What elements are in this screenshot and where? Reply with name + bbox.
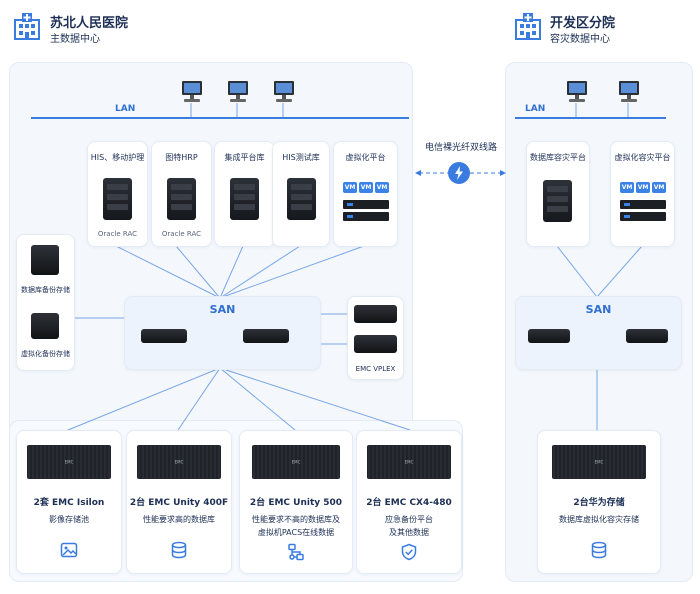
storage-desc: 及其他数据 <box>389 528 429 537</box>
storage-card-unity-400f: EMC 2台 EMC Unity 400F 性能要求高的数据库 <box>126 430 232 574</box>
server-card-virtualization: 虚拟化平台 VM VM VM <box>333 141 398 247</box>
vm-badge: VM <box>652 182 666 193</box>
san-switch <box>243 329 289 343</box>
vm-badge: VM <box>620 182 634 193</box>
vplex-card: EMC VPLEX <box>347 296 404 380</box>
storage-desc: 性能要求不高的数据库及 <box>252 515 340 524</box>
san-switch <box>626 329 668 343</box>
server-title: 数据库容灾平台 <box>530 153 586 162</box>
server-tower <box>167 178 196 220</box>
storage-desc: 应急备份平台 <box>385 515 433 524</box>
backup-label: 虚拟化备份存储 <box>21 350 70 358</box>
vm-badge: VM <box>636 182 650 193</box>
server-tower <box>287 178 316 220</box>
storage-desc: 性能要求高的数据库 <box>143 515 215 524</box>
storage-title: 2台 EMC Unity 400F <box>129 498 229 508</box>
backup-storage-device <box>31 313 59 339</box>
network-icon <box>288 543 304 561</box>
storage-rack: EMC <box>367 445 451 479</box>
vplex-device <box>354 305 397 323</box>
storage-rack: EMC <box>27 445 111 479</box>
server-title: 虚拟化平台 <box>345 153 386 162</box>
blade-server <box>343 212 389 221</box>
main-lan-label: LAN <box>115 104 136 114</box>
server-caption: Oracle RAC <box>161 230 202 238</box>
san-switch <box>528 329 570 343</box>
storage-title: 2台 EMC CX4-480 <box>366 498 452 508</box>
computer-icon <box>182 81 202 102</box>
lightning-icon <box>448 162 470 184</box>
main-site-name: 苏北人民医院 <box>50 16 129 31</box>
hospital-building-icon <box>14 12 40 40</box>
storage-desc: 影像存储池 <box>49 515 89 524</box>
dr-storage-card: EMC 2台华为存储 数据库虚拟化容灾存储 <box>537 430 661 574</box>
backup-label: 数据库备份存储 <box>21 286 70 294</box>
blade-server <box>620 200 666 209</box>
server-caption: Oracle RAC <box>97 230 138 238</box>
storage-rack: EMC <box>552 445 646 479</box>
image-icon <box>60 542 78 558</box>
server-title: 虚拟化容灾平台 <box>614 153 671 162</box>
server-card-integration: 集成平台库 <box>214 141 275 247</box>
san-label: SAN <box>209 303 236 316</box>
dr-server-card-virtualization: 虚拟化容灾平台 VM VM VM <box>610 141 675 247</box>
shield-icon <box>401 543 417 561</box>
computer-icon <box>228 81 248 102</box>
dr-lan-label: LAN <box>525 104 546 114</box>
computer-icon <box>567 81 587 102</box>
storage-card-cx4-480: EMC 2台 EMC CX4-480 应急备份平台 及其他数据 <box>356 430 462 574</box>
server-title: 图特HRP <box>165 153 198 162</box>
storage-desc: 虚拟机PACS在线数据 <box>257 528 335 537</box>
server-title: HIS测试库 <box>282 153 320 162</box>
vplex-label: EMC VPLEX <box>355 365 396 373</box>
backup-storage-device <box>31 245 59 275</box>
blade-server <box>343 200 389 209</box>
main-site-subtitle: 主数据中心 <box>50 34 100 45</box>
server-tower <box>103 178 132 220</box>
blade-server <box>620 212 666 221</box>
server-tower <box>543 180 572 222</box>
computer-icon <box>619 81 639 102</box>
database-icon <box>591 541 607 559</box>
server-tower <box>230 178 259 220</box>
backup-card: 数据库备份存储 虚拟化备份存储 <box>16 234 75 371</box>
dr-site-subtitle: 容灾数据中心 <box>550 34 610 45</box>
dr-san-box: SAN <box>515 296 682 370</box>
dr-server-card-database: 数据库容灾平台 <box>526 141 590 247</box>
dr-site-name: 开发区分院 <box>550 16 616 31</box>
vm-badge: VM <box>359 182 373 193</box>
database-icon <box>171 541 187 559</box>
vm-badge: VM <box>375 182 389 193</box>
server-card-hrp: 图特HRP Oracle RAC <box>151 141 212 247</box>
storage-desc: 数据库虚拟化容灾存储 <box>559 515 639 524</box>
storage-card-isilon: EMC 2套 EMC Isilon 影像存储池 <box>16 430 122 574</box>
server-card-his: HIS、移动护理 Oracle RAC <box>87 141 148 247</box>
storage-card-unity-500: EMC 2台 EMC Unity 500 性能要求不高的数据库及 虚拟机PACS… <box>239 430 353 574</box>
main-san-box: SAN <box>124 296 321 370</box>
storage-title: 2台 EMC Unity 500 <box>249 498 343 508</box>
vplex-device <box>354 335 397 353</box>
computer-icon <box>274 81 294 102</box>
vm-badge: VM <box>343 182 357 193</box>
server-title: 集成平台库 <box>224 153 265 162</box>
link-label: 电信裸光纤双线路 <box>424 143 497 153</box>
hospital-building-icon <box>515 12 541 40</box>
storage-title: 2套 EMC Isilon <box>33 498 105 508</box>
san-switch <box>141 329 187 343</box>
server-card-his-test: HIS测试库 <box>272 141 330 247</box>
server-title: HIS、移动护理 <box>90 153 145 162</box>
storage-rack: EMC <box>137 445 221 479</box>
storage-rack: EMC <box>252 445 340 479</box>
storage-title: 2台华为存储 <box>573 498 625 508</box>
san-label: SAN <box>585 303 612 316</box>
